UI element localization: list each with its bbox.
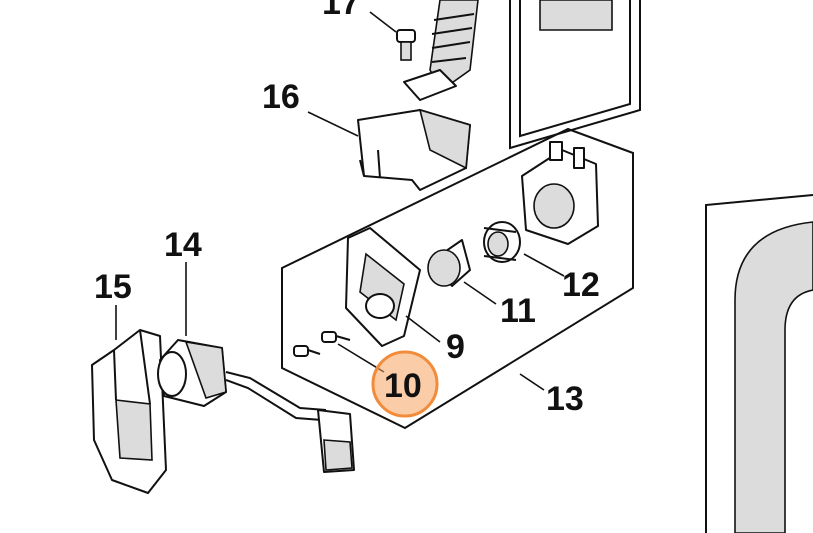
part-13-carburetor: [521, 141, 599, 245]
part-16-duct-cover: [357, 108, 471, 191]
callout-16: 16: [262, 78, 300, 116]
part-10-screws: [293, 331, 351, 357]
callout-14: 14: [164, 226, 202, 264]
callout-13: 13: [546, 380, 584, 418]
part-17-bellows: [403, 0, 479, 101]
part-17-screw: [396, 29, 416, 61]
part-12-coupling: [483, 221, 521, 263]
housing-upper-right: [509, 0, 641, 150]
callout-17: 17: [322, 0, 360, 22]
callout-9: 9: [446, 328, 465, 366]
housing-upper-right-detail: [539, 0, 613, 31]
part-11-funnel: [427, 239, 471, 287]
tube-lower-right: [734, 221, 813, 533]
highlight-circle: [371, 350, 439, 418]
callout-10: 10: [384, 367, 422, 405]
callout-11: 11: [500, 292, 536, 330]
part-14-switch: [157, 339, 355, 473]
part-15-bracket: [91, 329, 167, 494]
housing-lower-right: [705, 194, 813, 533]
assembly-13-outline: [281, 127, 634, 430]
part-9-gasket: [345, 227, 421, 347]
housing-upper-right-inner: [519, 0, 631, 138]
callout-12: 12: [562, 266, 600, 304]
callout-15: 15: [94, 268, 132, 306]
